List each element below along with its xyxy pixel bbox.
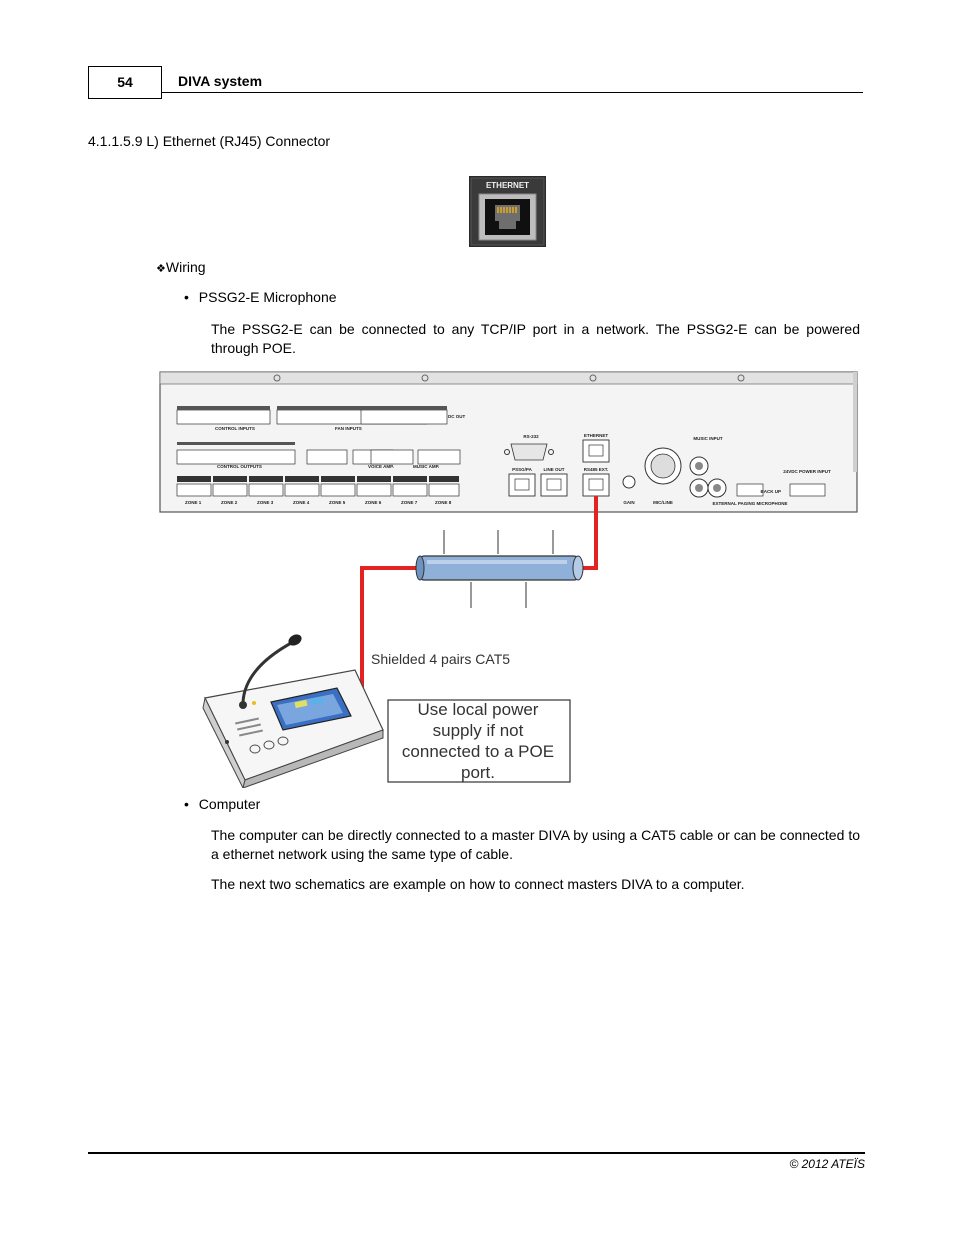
wiring-marker-icon: ❖ xyxy=(156,263,166,275)
label-power-input: 24VDC POWER INPUT xyxy=(783,469,831,474)
header-rule xyxy=(162,92,863,93)
shielded-cable-tube xyxy=(415,530,584,608)
wiring-diagram: CONTROL INPUTS FAN INPUTS DC OUT CONTROL… xyxy=(159,371,858,788)
power-note-line-1: Use local power xyxy=(418,700,539,719)
label-music-input: MUSIC INPUT xyxy=(693,436,723,441)
bullet-pssg2: • PSSG2-E Microphone xyxy=(184,289,337,305)
power-note-box xyxy=(387,699,571,783)
label-rs232: RS-232 xyxy=(523,434,539,439)
pssg2-description: The PSSG2-E can be connected to any TCP/… xyxy=(211,321,860,356)
label-control-outputs: CONTROL OUTPUTS xyxy=(217,464,262,469)
power-note-line-4: port. xyxy=(461,763,495,782)
label-zone-6: ZONE 6 xyxy=(365,500,382,505)
section-heading: 4.1.1.5.9 L) Ethernet (RJ45) Connector xyxy=(88,133,331,149)
label-ext-mic: EXTERNAL PAGING MICROPHONE xyxy=(712,501,787,506)
label-fan-inputs: FAN INPUTS xyxy=(335,426,362,431)
pssg2-microphone-console xyxy=(202,634,384,788)
label-gain: GAIN xyxy=(623,500,634,505)
computer-title: Computer xyxy=(198,796,261,812)
label-rs485: RS485 EXT. xyxy=(584,467,609,472)
label-pssg-pa: PSSG/PA xyxy=(512,467,532,472)
label-line-out: LINE OUT xyxy=(544,467,565,472)
cat5-cable xyxy=(360,496,598,698)
copyright: © 2012 ATEÏS xyxy=(789,1157,865,1171)
power-note-line-3: connected to a POE xyxy=(402,742,554,761)
label-zone-3: ZONE 3 xyxy=(257,500,274,505)
label-zone-1: ZONE 1 xyxy=(185,500,202,505)
computer-description-1: The computer can be directly connected t… xyxy=(211,827,860,862)
page-number: 54 xyxy=(88,66,162,99)
label-zone-5: ZONE 5 xyxy=(329,500,346,505)
label-music-amp: MUSIC AMP. xyxy=(413,464,439,469)
label-zone-4: ZONE 4 xyxy=(293,500,310,505)
label-zone-2: ZONE 2 xyxy=(221,500,238,505)
computer-description-2: The next two schematics are example on h… xyxy=(211,876,745,892)
ethernet-connector-photo: ETHERNET xyxy=(469,176,546,247)
footer-rule xyxy=(88,1152,865,1154)
label-zone-8: ZONE 8 xyxy=(435,500,452,505)
bullet-dot: • xyxy=(184,796,189,812)
ethernet-photo-label: ETHERNET xyxy=(486,181,529,190)
document-title: DIVA system xyxy=(178,73,263,89)
label-dc-out: DC OUT xyxy=(448,414,465,419)
cable-label: Shielded 4 pairs CAT5 xyxy=(371,651,510,667)
label-voice-amp: VOICE AMP. xyxy=(368,464,394,469)
diva-rear-panel: CONTROL INPUTS FAN INPUTS DC OUT CONTROL… xyxy=(159,371,858,513)
bullet-computer: • Computer xyxy=(184,796,260,812)
label-control-inputs: CONTROL INPUTS xyxy=(215,426,255,431)
label-backup: BACK UP xyxy=(760,489,781,494)
pssg2-title: PSSG2-E Microphone xyxy=(198,289,337,305)
bullet-dot: • xyxy=(184,289,189,305)
wiring-label: ❖Wiring xyxy=(156,259,206,275)
label-panel-ethernet: ETHERNET xyxy=(584,433,609,438)
wiring-text: Wiring xyxy=(165,259,206,275)
label-zone-7: ZONE 7 xyxy=(401,500,418,505)
power-note-line-2: supply if not xyxy=(433,721,524,740)
label-mic-line: MIC/LINE xyxy=(653,500,673,505)
